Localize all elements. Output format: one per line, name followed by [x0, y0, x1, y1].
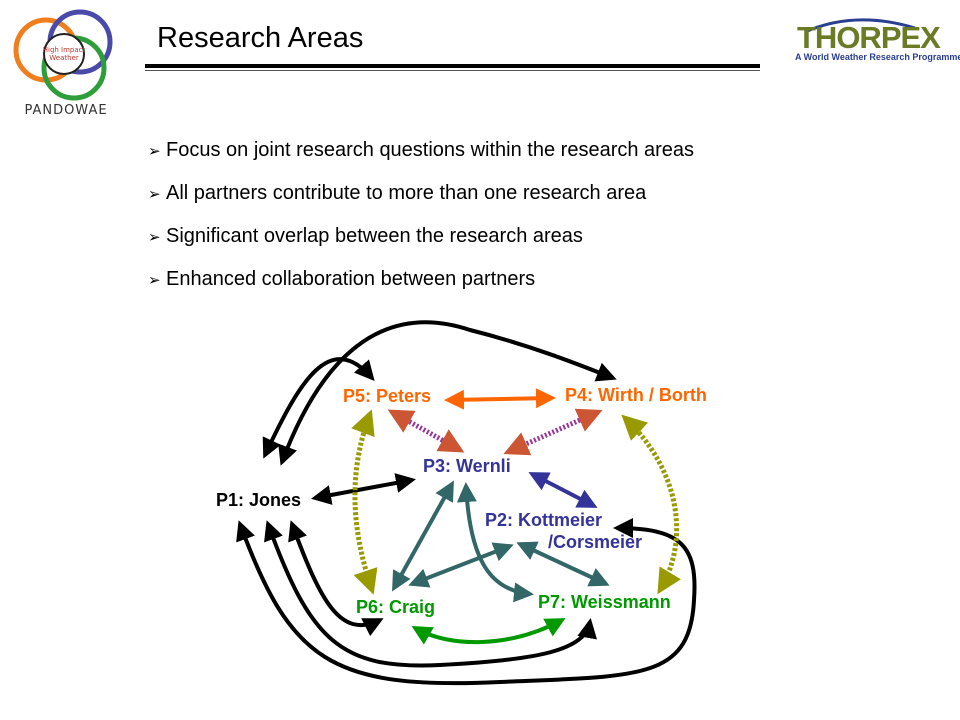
badge-line2: Weather: [49, 54, 79, 62]
arrow-p3-p2: [528, 472, 598, 508]
arrow-p1-p3: [311, 473, 416, 505]
bullet-item: ➢All partners contribute to more than on…: [148, 181, 694, 224]
title-underline-thin: [145, 70, 760, 71]
arrow-p1-p2: [236, 518, 697, 686]
arrow-p4-p3: [503, 408, 603, 456]
arrow-p5-p6: [351, 409, 378, 595]
node-p2-line2: /Corsmeier: [548, 532, 643, 552]
arrow-p6-p7: [411, 618, 566, 645]
arrow-p2-p7: [516, 541, 610, 587]
node-p3: P3: Wernli: [423, 456, 511, 476]
arrow-p1-p7: [264, 520, 598, 668]
arrow-bullet-icon: ➢: [148, 186, 161, 203]
bullet-item: ➢Significant overlap between the researc…: [148, 224, 694, 267]
arrow-p3-p6: [392, 480, 454, 592]
arrow-bullet-icon: ➢: [148, 272, 161, 289]
arrow-p1-p5-outer: [262, 357, 375, 459]
thorpex-swoosh-icon: [804, 18, 916, 34]
thorpex-logo: THORPEX: [797, 20, 941, 55]
bullet-list: ➢Focus on joint research questions withi…: [148, 138, 694, 310]
thorpex-tagline: A World Weather Research Programme: [795, 52, 960, 62]
arrow-p1-p4: [278, 320, 617, 466]
node-p1: P1: Jones: [216, 490, 302, 510]
node-p6: P6: Craig: [356, 597, 436, 617]
arrow-p5-p3: [387, 409, 465, 453]
title-underline: [145, 64, 760, 68]
node-p2-line1: P2: Kottmeier: [485, 510, 603, 530]
badge-line1: High Impact: [43, 46, 86, 54]
page-title: Research Areas: [157, 22, 364, 54]
node-p5: P5: Peters: [343, 386, 432, 406]
arrow-p3-p7: [456, 482, 534, 603]
pandowae-label: PANDOWAE: [24, 103, 108, 118]
pandowae-logo: High Impact Weather: [13, 9, 113, 101]
node-p7: P7: Weissmann: [538, 592, 671, 612]
arrow-bullet-icon: ➢: [148, 229, 161, 246]
bullet-item: ➢Focus on joint research questions withi…: [148, 138, 694, 181]
arrow-bullet-icon: ➢: [148, 143, 161, 160]
bullet-item: ➢Enhanced collaboration between partners: [148, 267, 694, 310]
arrow-p4-p7: [621, 414, 682, 595]
node-p4: P4: Wirth / Borth: [565, 385, 707, 405]
arrow-p5-p4: [444, 388, 556, 410]
